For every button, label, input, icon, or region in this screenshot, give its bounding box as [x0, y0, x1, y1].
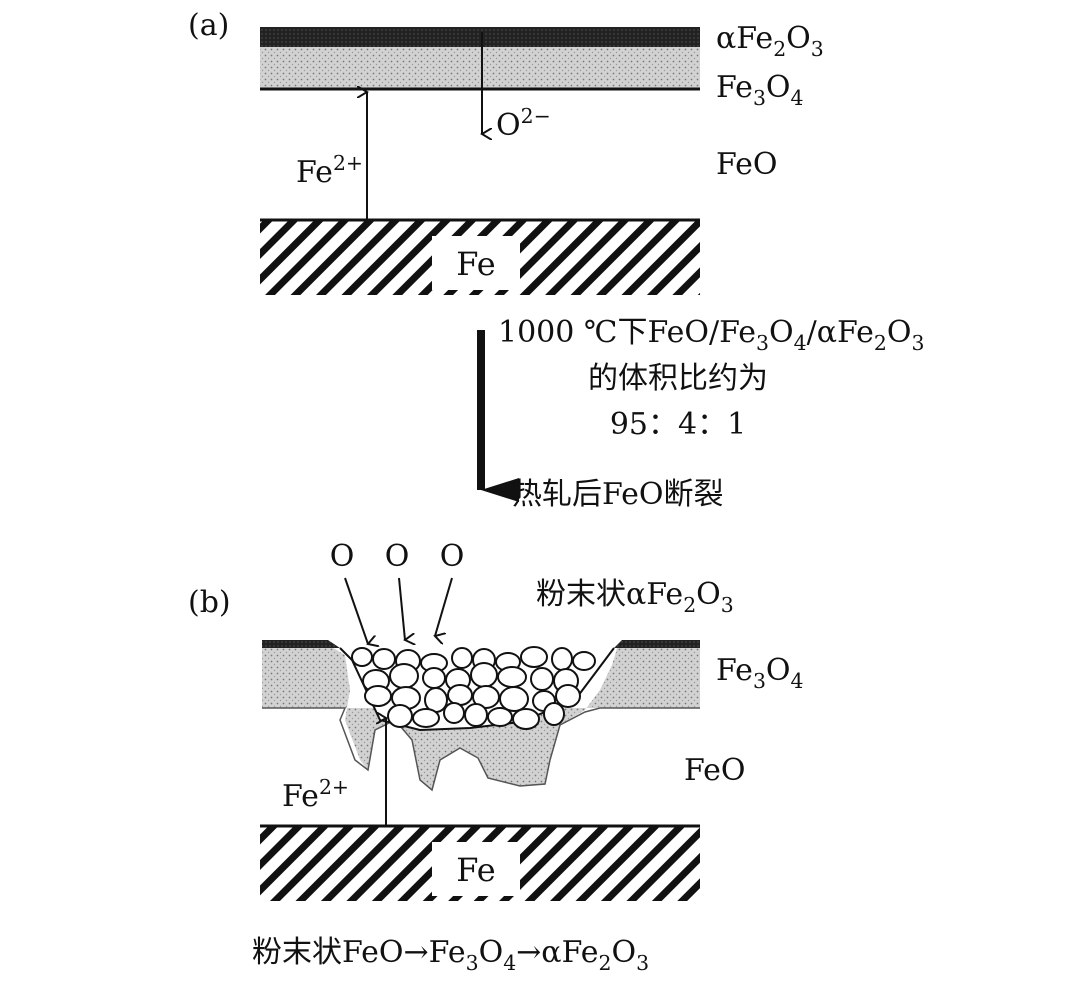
fe-label-b: Fe: [456, 851, 495, 889]
fe3o4-label-a: Fe3O4: [716, 70, 804, 110]
transition-line-2: 的体积比约为: [588, 361, 768, 396]
powder-particles: [351, 646, 596, 730]
oxygen-ion-label-a: O2−: [496, 104, 551, 143]
alpha-fe2o3-layer-a: [260, 27, 700, 47]
powder-particle: [555, 684, 581, 708]
powder-particle: [451, 647, 473, 669]
feo-label-a: FeO: [716, 147, 778, 182]
powder-particle: [470, 662, 498, 688]
fe3o4-label-b: Fe3O4: [716, 653, 804, 693]
transition-line-3: 95：4：1: [610, 407, 746, 442]
powder-particle: [443, 702, 465, 724]
bottom-caption: 粉末状FeO→Fe3O4→αFe2O3: [252, 935, 649, 975]
powder-particle: [372, 648, 396, 670]
alpha-fe2o3-label-a: αFe2O3: [716, 21, 824, 61]
powder-particle: [387, 704, 413, 728]
powder-particle: [422, 667, 446, 689]
oxygen-label-2: O: [385, 539, 410, 574]
fe3o4-layer-a: [260, 47, 700, 89]
powder-particle: [543, 702, 565, 726]
powder-particle: [447, 684, 473, 706]
iron-ion-label-a: Fe2+: [296, 151, 363, 190]
oxygen-label-3: O: [440, 539, 465, 574]
oxygen-arrow-1: [344, 577, 368, 644]
powder-particle: [572, 651, 596, 671]
powder-particle: [464, 703, 488, 727]
fe-label-a: Fe: [456, 245, 495, 283]
powder-particle: [412, 708, 440, 728]
transition-line-1: 1000 ℃下FeO/Fe3O4/αFe2O3: [498, 315, 924, 355]
powder-particle: [472, 685, 500, 709]
powder-particle: [551, 647, 573, 671]
powder-particle: [487, 707, 513, 727]
feo-label-b: FeO: [684, 753, 746, 788]
feo-penetration-outline-b: [262, 707, 700, 792]
panel-b-tag: (b): [188, 585, 231, 620]
panel-a-tag: (a): [188, 8, 229, 43]
powder-alpha-fe2o3-label: 粉末状αFe2O3: [536, 577, 734, 617]
transition-line-4: 热轧后FeO断裂: [512, 477, 724, 512]
powder-particle: [497, 666, 527, 688]
powder-particle: [499, 686, 529, 712]
fe-label-box-b: [432, 842, 520, 896]
fe-label-box-a: [432, 236, 520, 290]
alpha-fe2o3-left-b: [262, 640, 340, 648]
alpha-fe2o3-right-b: [614, 640, 700, 648]
oxygen-arrow-2: [398, 577, 405, 640]
powder-particle: [389, 663, 419, 689]
iron-ion-label-b: Fe2+: [282, 775, 349, 814]
powder-particle: [520, 646, 548, 668]
powder-particle: [512, 708, 540, 730]
oxygen-arrow-3: [435, 577, 453, 636]
powder-particle: [530, 667, 554, 691]
oxygen-label-1: O: [330, 539, 355, 574]
powder-particle: [351, 647, 373, 667]
powder-particle: [364, 685, 392, 707]
